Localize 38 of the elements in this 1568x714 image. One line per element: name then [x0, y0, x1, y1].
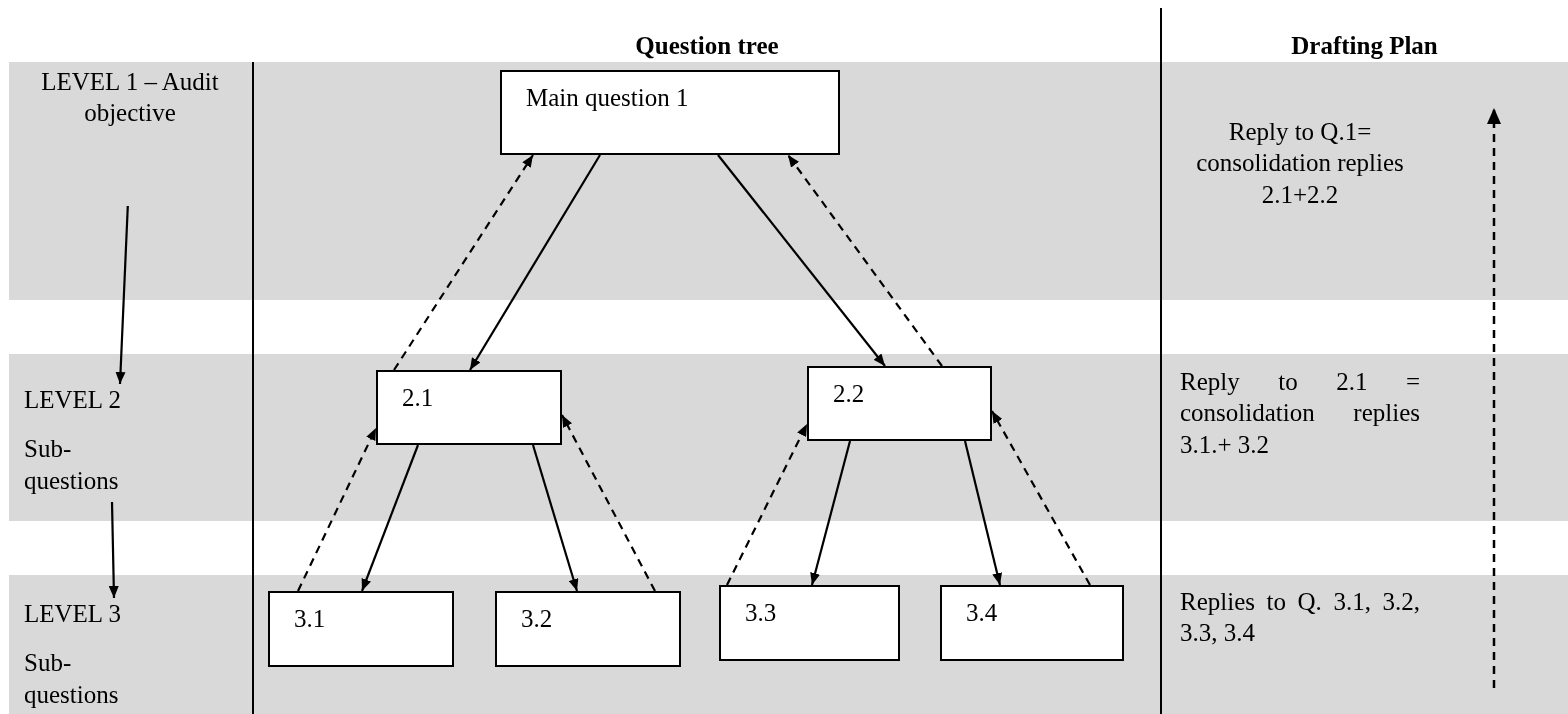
arrow	[108, 501, 119, 599]
question-box	[807, 366, 992, 441]
arrow	[717, 154, 886, 367]
question-box	[376, 370, 562, 445]
question-box	[268, 591, 454, 667]
box-label: 2.2	[833, 379, 865, 409]
box-label: 3.3	[745, 598, 777, 628]
drafting-note: Reply to 2.1 = consolidation replies 3.1.+ 3.2	[1180, 367, 1420, 460]
arrow	[963, 440, 1002, 586]
arrow	[787, 154, 943, 367]
level-label: LEVEL 1 – Audit objective	[40, 67, 220, 129]
arrow	[531, 444, 579, 592]
arrow	[810, 440, 852, 586]
arrow	[469, 154, 601, 371]
question-box	[940, 585, 1124, 661]
level-label: LEVEL 2	[24, 385, 122, 415]
drafting-note: Replies to Q. 3.1, 3.2, 3.3, 3.4	[1180, 587, 1420, 649]
question-box	[500, 70, 840, 155]
arrow	[991, 410, 1091, 586]
arrow	[115, 205, 129, 385]
arrow	[561, 414, 656, 592]
column-heading: Drafting Plan	[1290, 31, 1439, 61]
box-label: 2.1	[402, 383, 434, 413]
drafting-note: Reply to Q.1= consolidation replies 2.1+2.2	[1195, 117, 1405, 210]
box-label: Main question 1	[526, 83, 689, 113]
column-heading: Question tree	[634, 31, 780, 61]
box-label: 3.1	[294, 604, 326, 634]
arrow	[360, 444, 420, 592]
question-box	[495, 591, 681, 667]
arrow	[393, 154, 534, 371]
level-description: Sub-questions	[24, 434, 120, 496]
question-box	[719, 585, 900, 661]
arrow	[726, 423, 808, 586]
level-label: LEVEL 3	[24, 599, 122, 629]
arrow	[297, 427, 377, 592]
box-label: 3.4	[966, 598, 998, 628]
box-label: 3.2	[521, 604, 553, 634]
level-description: Sub-questions	[24, 648, 120, 710]
